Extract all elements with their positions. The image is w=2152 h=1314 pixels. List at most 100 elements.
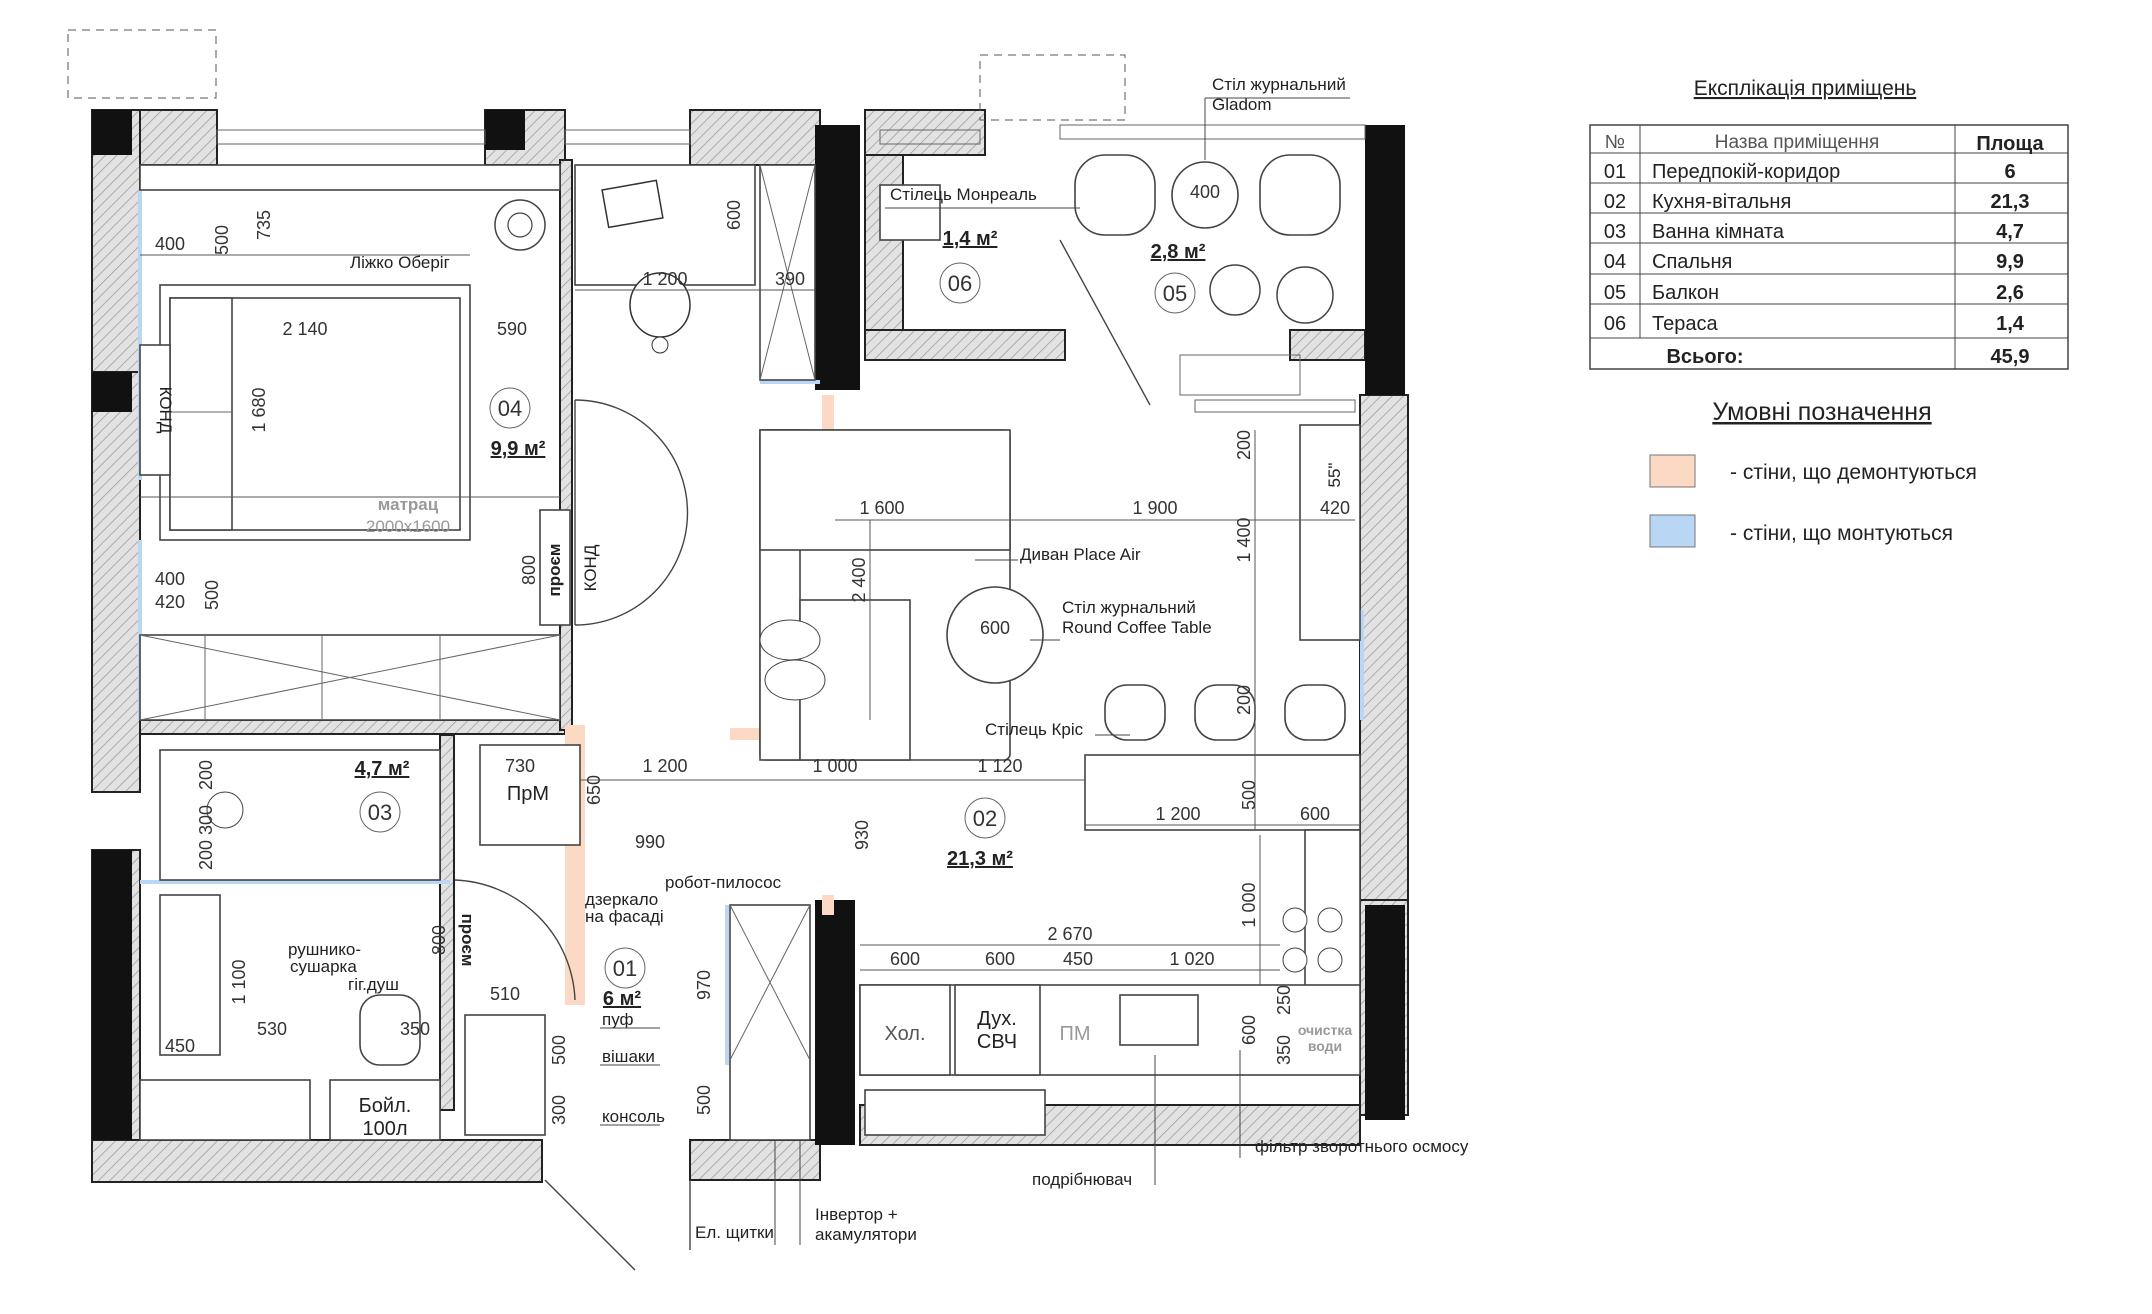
svg-text:600: 600 [1300, 804, 1330, 824]
chair-monreal-label: Стілець Монреаль [890, 185, 1037, 204]
svg-text:600: 600 [1239, 1015, 1259, 1045]
svg-text:450: 450 [165, 1036, 195, 1056]
hyg-label: гіг.душ [348, 975, 399, 994]
svg-text:2 670: 2 670 [1047, 924, 1092, 944]
svg-text:800: 800 [519, 555, 539, 585]
svg-text:420: 420 [1320, 498, 1350, 518]
dimension-lines [140, 254, 1360, 985]
room-03-number: 03 [368, 800, 392, 825]
kond-label-1: КОНД [156, 387, 175, 434]
svg-text:600: 600 [724, 200, 744, 230]
shredder-label: подрібнювач [1032, 1170, 1132, 1189]
svg-text:Передпокій-коридор: Передпокій-коридор [1652, 161, 1840, 183]
svg-text:510: 510 [490, 984, 520, 1004]
svg-text:Кухня-вітальня: Кухня-вітальня [1652, 191, 1791, 213]
svg-text:1 000: 1 000 [1239, 882, 1259, 927]
svg-text:970: 970 [694, 970, 714, 1000]
svg-text:990: 990 [635, 832, 665, 852]
boiler-label-2: 100л [362, 1118, 407, 1140]
osmosis-label: фільтр зворотнього осмосу [1255, 1137, 1469, 1156]
svg-text:350: 350 [400, 1019, 430, 1039]
svg-text:730: 730 [505, 756, 535, 776]
svg-text:1 120: 1 120 [977, 756, 1022, 776]
svg-text:2 140: 2 140 [282, 319, 327, 339]
laptop-icon [601, 179, 664, 229]
svg-text:400: 400 [155, 569, 185, 589]
tv-label: 55" [1325, 463, 1344, 488]
svg-text:735: 735 [254, 210, 274, 240]
mirror-label-2: на фасаді [585, 907, 664, 926]
office-chair-icon [629, 272, 691, 354]
total-area: 45,9 [1991, 346, 2030, 368]
svg-text:1,4: 1,4 [1996, 313, 2025, 335]
opening-label-2: проєм [458, 913, 477, 966]
svg-text:400: 400 [155, 234, 185, 254]
dishwasher-label: ПМ [1059, 1023, 1090, 1045]
oven-label-1: Дух. [977, 1008, 1017, 1030]
legend-title: Умовні позначення [1712, 398, 1931, 426]
mirror-label-1: дзеркало [585, 890, 658, 909]
svg-text:Ванна кімната: Ванна кімната [1652, 221, 1785, 243]
svg-text:400: 400 [1190, 182, 1220, 202]
room-01-area: 6 м² [603, 988, 641, 1010]
svg-text:200: 200 [1234, 685, 1254, 715]
svg-text:02: 02 [1604, 191, 1626, 213]
bedroom-wardrobe [139, 634, 561, 721]
mattress-label: матрац [378, 495, 439, 514]
window-niche-2 [979, 54, 1126, 121]
col-name: Назва приміщення [1715, 132, 1880, 153]
coffee-label-1: Стіл журнальний [1062, 598, 1196, 617]
svg-text:390: 390 [775, 269, 805, 289]
svg-text:Спальня: Спальня [1652, 251, 1732, 273]
towel-label-2: сушарка [290, 957, 357, 976]
svg-text:500: 500 [694, 1085, 714, 1115]
svg-text:21,3: 21,3 [1991, 191, 2030, 213]
svg-text:1 600: 1 600 [859, 498, 904, 518]
svg-text:1 200: 1 200 [1155, 804, 1200, 824]
room-03-area-text: 4,7 м² [355, 758, 410, 780]
hangers-label: вішаки [602, 1047, 655, 1066]
svg-text:1 200: 1 200 [642, 269, 687, 289]
svg-text:06: 06 [1604, 313, 1626, 335]
room-04-number: 04 [498, 396, 522, 421]
bed-label: Ліжко Оберіг [350, 253, 450, 272]
svg-text:500: 500 [549, 1035, 569, 1065]
svg-text:01: 01 [1604, 161, 1626, 183]
legend-label-demolished: - стіни, що демонтуються [1730, 461, 1977, 484]
coffee-label-2: Round Coffee Table [1062, 618, 1212, 637]
svg-text:600: 600 [980, 618, 1010, 638]
boiler-label-1: Бойл. [359, 1095, 412, 1117]
svg-text:250: 250 [1274, 985, 1294, 1015]
svg-text:800: 800 [429, 925, 449, 955]
svg-text:590: 590 [497, 319, 527, 339]
fridge-label: Хол. [884, 1023, 925, 1045]
svg-text:500: 500 [1239, 780, 1259, 810]
water-label-1: очистка [1298, 1022, 1353, 1038]
svg-text:200: 200 [1234, 430, 1254, 460]
legend: Умовні позначення - стіни, що демонтують… [1649, 398, 1977, 548]
sofa [759, 429, 1011, 761]
bathroom-fixtures [139, 749, 441, 1141]
svg-text:1 200: 1 200 [642, 756, 687, 776]
legend-label-new: - стіни, що монтуються [1730, 522, 1953, 545]
opening-label-1: проєм [545, 543, 564, 596]
svg-text:300: 300 [549, 1095, 569, 1125]
svg-text:1 900: 1 900 [1132, 498, 1177, 518]
dimension-texts: 400 500 735 2 140 590 1 680 400 420 500 … [155, 182, 1350, 1125]
svg-text:4,7: 4,7 [1996, 221, 2024, 243]
oven-label-2: СВЧ [977, 1031, 1017, 1053]
svg-text:04: 04 [1604, 251, 1626, 273]
gladom-label-1: Стіл журнальний [1212, 75, 1346, 94]
inverter-label-2: акамулятори [815, 1225, 917, 1244]
kitchen-units [859, 829, 1361, 1076]
bed [159, 284, 471, 541]
total-label: Всього: [1666, 346, 1743, 368]
panels-label: Ел. щитки [695, 1223, 774, 1242]
svg-text:200: 200 [196, 760, 216, 790]
svg-text:200: 200 [196, 840, 216, 870]
svg-text:1 020: 1 020 [1169, 949, 1214, 969]
room-06-area: 1,4 м² [943, 228, 998, 250]
svg-text:2,6: 2,6 [1996, 282, 2024, 304]
svg-text:450: 450 [1063, 949, 1093, 969]
